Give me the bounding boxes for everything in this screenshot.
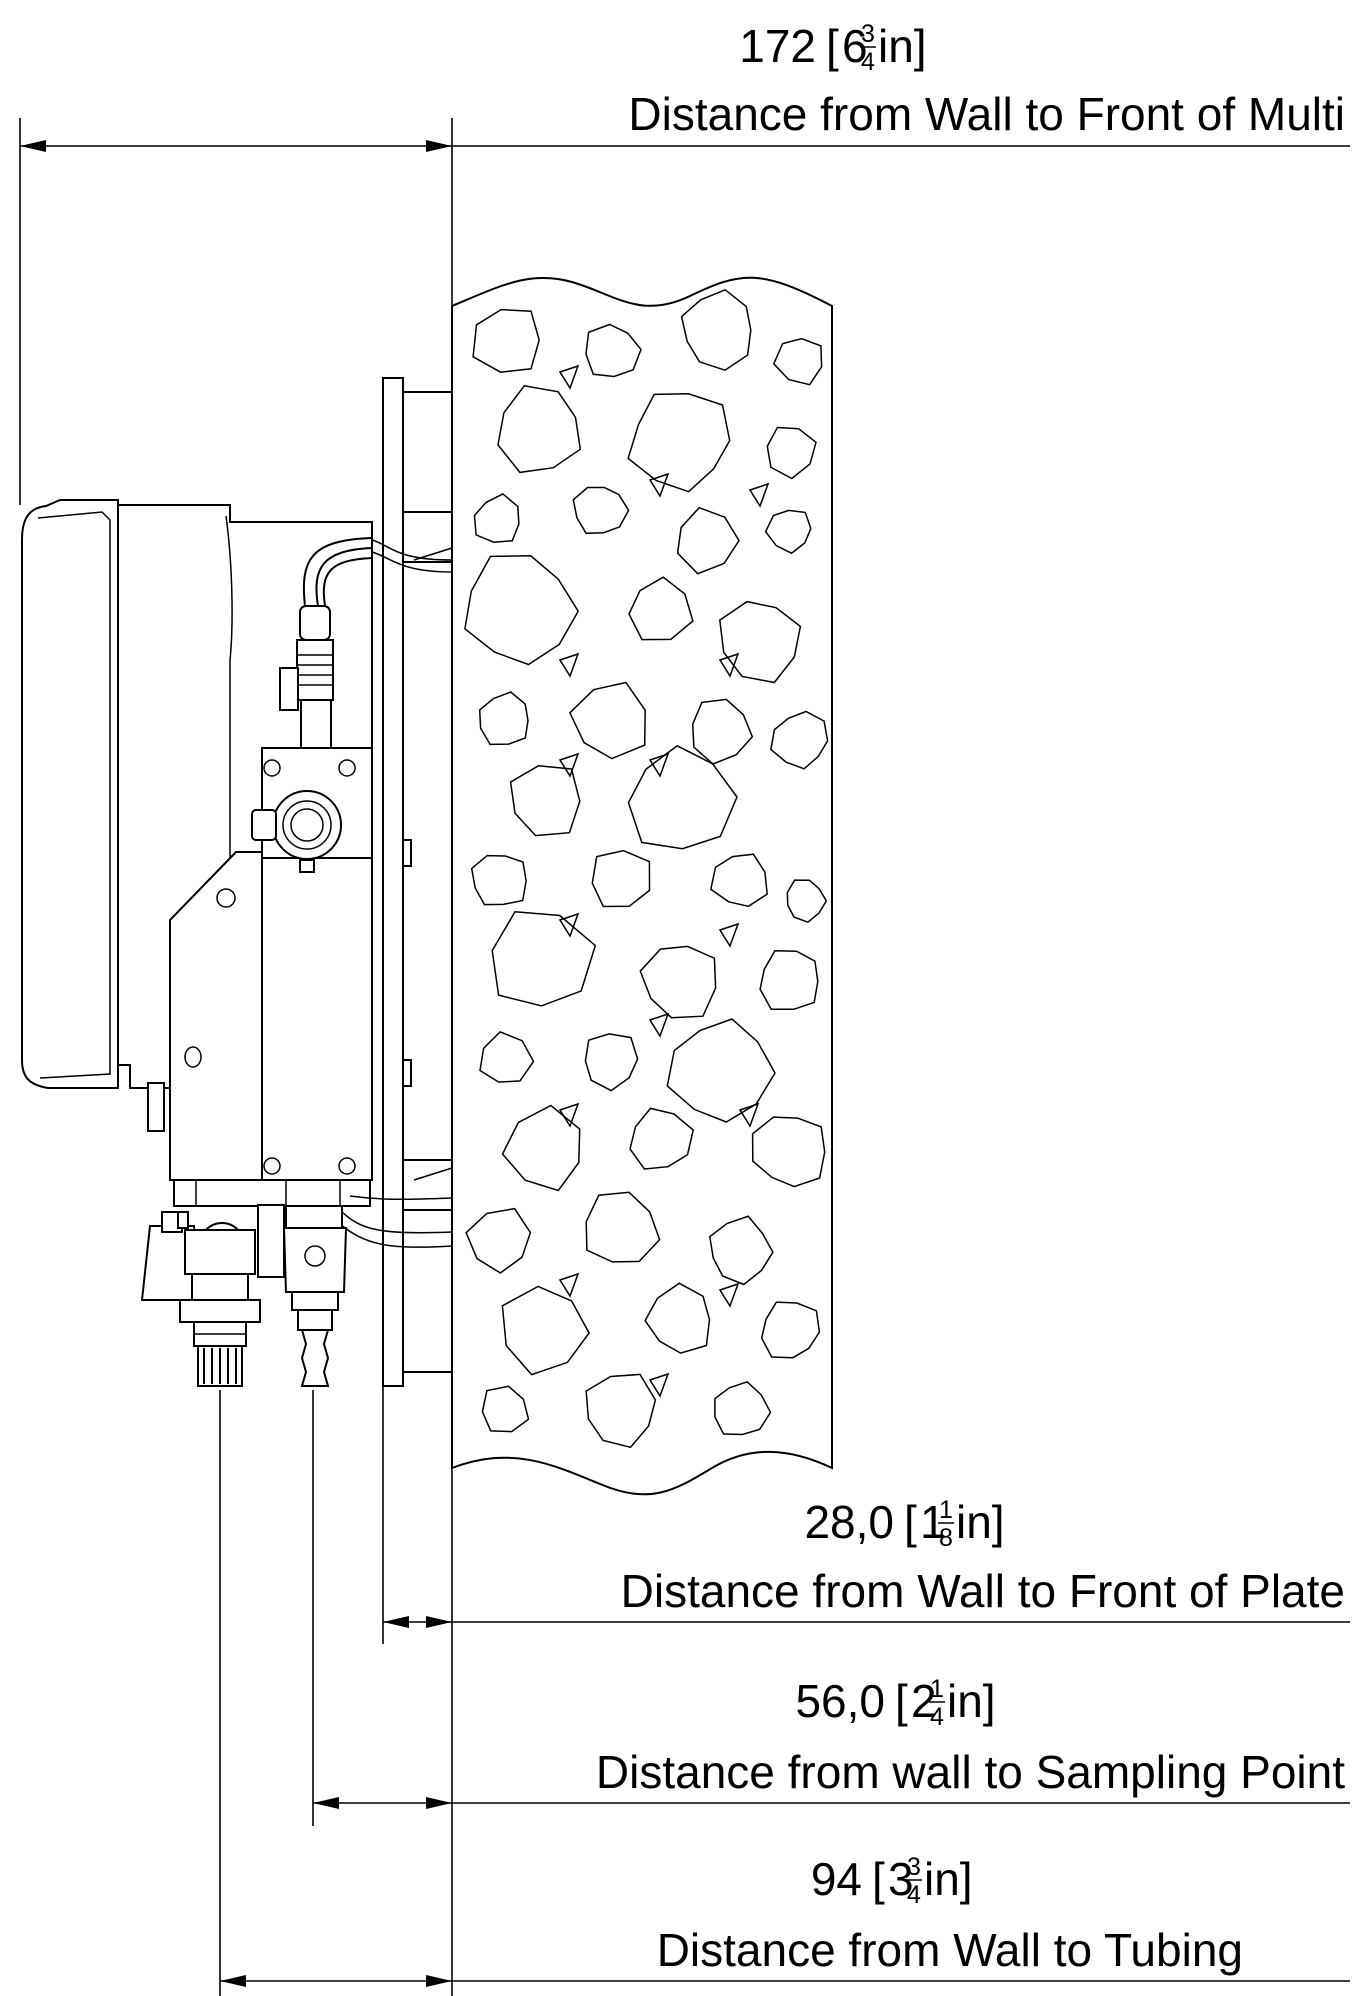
wall-stone — [627, 393, 731, 493]
wall-stone — [497, 384, 582, 474]
dimension-value: 172 — [739, 20, 816, 72]
knurled-nut — [203, 1348, 237, 1384]
fraction-denominator: 4 — [861, 48, 875, 76]
wall-stone-chip — [558, 652, 580, 678]
wall-stone — [764, 509, 812, 555]
wall-stone-chip — [648, 1372, 670, 1398]
wall-stone — [491, 911, 597, 1007]
wall-stone — [629, 1107, 695, 1170]
dimension-unit-close: in] — [924, 1853, 973, 1905]
dimension-value: 56,0 — [795, 1675, 885, 1727]
dimension-whole: 3 — [888, 1853, 914, 1905]
wall-stone — [501, 1285, 590, 1376]
wall-stone — [708, 1215, 774, 1286]
wall-stone — [591, 849, 651, 908]
wall-stone — [644, 1282, 711, 1354]
wall-stone — [760, 1301, 821, 1359]
wall-stone — [759, 949, 819, 1011]
wall-stone — [464, 555, 580, 666]
wall-stone-chip — [748, 482, 770, 508]
dimension-unit-close: in] — [956, 1496, 1005, 1548]
dimension-lines — [19, 118, 1350, 1996]
fraction-numerator: 3 — [861, 20, 875, 48]
wall-stone-chip — [558, 912, 580, 938]
dimension-value: 28,0 — [804, 1496, 894, 1548]
wall-stone — [585, 1191, 661, 1263]
wall-stone — [628, 576, 694, 641]
dimension-label: Distance from Wall to Front of Plate — [621, 1565, 1345, 1617]
dimension-label: Distance from wall to Sampling Point — [596, 1746, 1345, 1798]
wall-stone — [627, 744, 738, 850]
fraction-denominator: 8 — [939, 1524, 953, 1552]
wall-stone — [479, 1031, 535, 1083]
dimension-sampling-point: 56,0 [ 2 1 4 in] Distance from wall to S… — [596, 1675, 1345, 1798]
wall-stone-chip — [558, 1102, 580, 1128]
dimension-front-of-multi: 172 [ 6 3 4 in] Distance from Wall to Fr… — [628, 20, 1345, 140]
wall-stone — [465, 1207, 532, 1274]
wall-stone-chip — [648, 472, 670, 498]
dimension-unit-close: in] — [878, 20, 927, 72]
fraction-denominator: 4 — [930, 1703, 944, 1731]
wall-stone — [639, 945, 717, 1019]
wall-stone — [770, 710, 829, 770]
wall-stone-chip — [558, 364, 580, 390]
wall-stone — [470, 854, 527, 906]
dimension-label: Distance from Wall to Tubing — [657, 1924, 1243, 1976]
wall-stone — [714, 1380, 772, 1436]
fraction-numerator: 3 — [907, 1853, 921, 1881]
wall-stone — [766, 426, 817, 480]
wall-stone — [584, 1033, 639, 1092]
wall-stone-chip — [558, 1272, 580, 1298]
dimension-unit-close: in] — [947, 1675, 996, 1727]
wall-stone-chip — [718, 1282, 740, 1308]
dimension-unit-open: [ — [904, 1496, 917, 1548]
mounting-plate — [382, 377, 453, 1387]
wall-stone — [472, 308, 540, 373]
wall-stone — [666, 1018, 776, 1123]
dimension-tubing: 94 [ 3 3 4 in] Distance from Wall to Tub… — [657, 1853, 1243, 1976]
dimension-front-of-plate: 28,0 [ 1 1 8 in] Distance from Wall to F… — [621, 1496, 1345, 1617]
dimension-whole: 1 — [920, 1496, 946, 1548]
fraction-numerator: 1 — [930, 1675, 944, 1703]
dimension-unit-open: [ — [872, 1853, 885, 1905]
dimension-whole: 2 — [911, 1675, 937, 1727]
wall-stone — [481, 1385, 530, 1433]
wall-stone — [478, 691, 529, 746]
wall-stone — [568, 681, 646, 760]
wall-stone — [772, 337, 823, 386]
wall-stone — [676, 506, 740, 575]
dimension-label: Distance from Wall to Front of Multi — [628, 88, 1345, 140]
wall-stone-chip — [718, 652, 740, 678]
wall-stone-chip — [718, 922, 740, 948]
wall-stone — [585, 323, 642, 378]
wall-stone — [680, 288, 752, 372]
wall-stone-chip — [738, 1102, 760, 1128]
wall-section — [451, 276, 833, 1496]
wall-stone — [585, 1373, 657, 1449]
wall-stone — [709, 853, 768, 908]
wall-stone-chip — [648, 1012, 670, 1038]
dimension-unit-open: [ — [895, 1675, 908, 1727]
dimension-unit-open: [ — [826, 20, 839, 72]
wall-stone — [719, 600, 802, 684]
wall-stone-chip — [558, 752, 580, 778]
multi-analyzer — [21, 499, 453, 1387]
fraction-denominator: 4 — [907, 1881, 921, 1909]
wall-stone-chip — [648, 752, 670, 778]
wall-stone — [572, 486, 630, 535]
wall-stones — [464, 288, 829, 1449]
dimension-value: 94 — [811, 1853, 862, 1905]
wall-stone — [751, 1116, 826, 1188]
wall-stone — [473, 493, 520, 543]
fraction-numerator: 1 — [939, 1496, 953, 1524]
dimension-whole: 6 — [842, 20, 868, 72]
wall-stone — [786, 879, 828, 924]
